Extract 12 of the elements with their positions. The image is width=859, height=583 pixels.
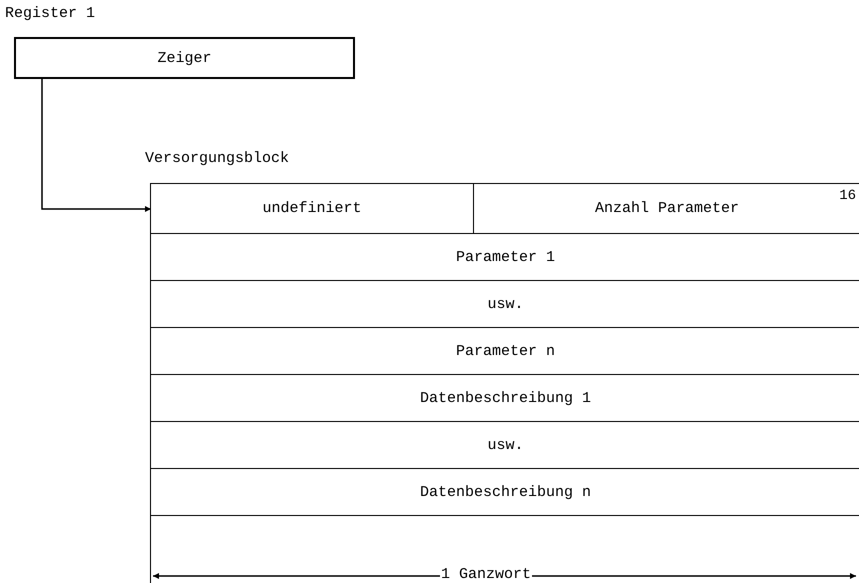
pointer-box: Zeiger	[14, 37, 355, 79]
table-cell: usw.	[151, 281, 859, 328]
table-cell: Parameter 1	[151, 234, 859, 281]
table-cell: Parameter n	[151, 328, 859, 375]
arrow	[41, 79, 151, 212]
block-title: Versorgungsblock	[145, 150, 290, 167]
table-cell: Datenbeschreibung n	[151, 469, 859, 516]
table-cell: usw.	[151, 422, 859, 469]
table-cell: undefiniert	[151, 184, 473, 234]
block-title: Register 1	[5, 5, 96, 22]
table-cell: Datenbeschreibung 1	[151, 375, 859, 422]
table-cell: Anzahl Parameter 16	[473, 184, 859, 234]
